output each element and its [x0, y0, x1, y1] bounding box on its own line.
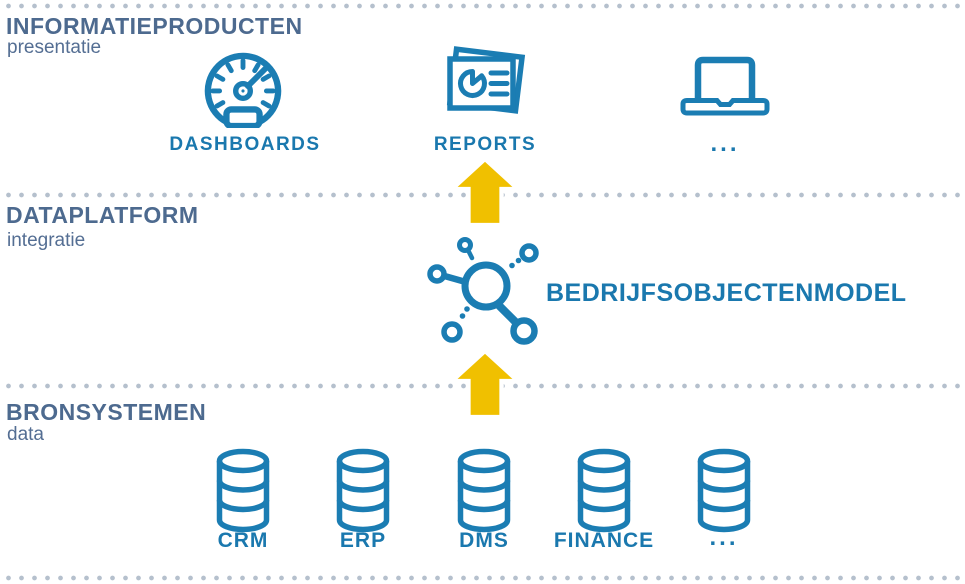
label-crm: CRM	[217, 529, 269, 552]
database-icon-dms	[455, 448, 513, 534]
label-erp: ERP	[339, 529, 387, 552]
database-icon-finance	[575, 448, 633, 534]
network-nodes-icon	[426, 233, 542, 349]
section-title-dataplatform: DATAPLATFORM	[6, 202, 199, 228]
label-finance: FINANCE	[553, 529, 655, 552]
section-title-informatieproducten: INFORMATIEPRODUCTEN	[6, 13, 303, 39]
reports-slides-icon	[442, 44, 528, 126]
database-icon-more	[695, 448, 753, 534]
section-divider-bottom	[0, 575, 965, 581]
section-subtitle-data: data	[7, 424, 44, 445]
gauge-dashboard-icon	[199, 50, 287, 128]
label-bedrijfsobjectenmodel: BEDRIJFSOBJECTENMODEL	[546, 279, 907, 307]
section-title-bronsystemen: BRONSYSTEMEN	[6, 399, 207, 425]
database-icon-erp	[334, 448, 392, 534]
database-icon-crm	[214, 448, 272, 534]
label-dms: DMS	[459, 529, 509, 552]
section-divider-top	[0, 3, 965, 9]
arrow-bronsystemen-to-dataplatform	[447, 348, 523, 420]
section-subtitle-integratie: integratie	[7, 230, 86, 251]
label-reports: REPORTS	[433, 134, 537, 155]
label-dashboards: DASHBOARDS	[169, 134, 321, 155]
section-subtitle-presentatie: presentatie	[7, 37, 102, 58]
label-more-sources: ...	[709, 524, 739, 551]
label-more-products: ...	[710, 130, 740, 157]
laptop-icon	[679, 54, 771, 118]
arrow-dataplatform-to-informatieproducten	[447, 156, 523, 228]
